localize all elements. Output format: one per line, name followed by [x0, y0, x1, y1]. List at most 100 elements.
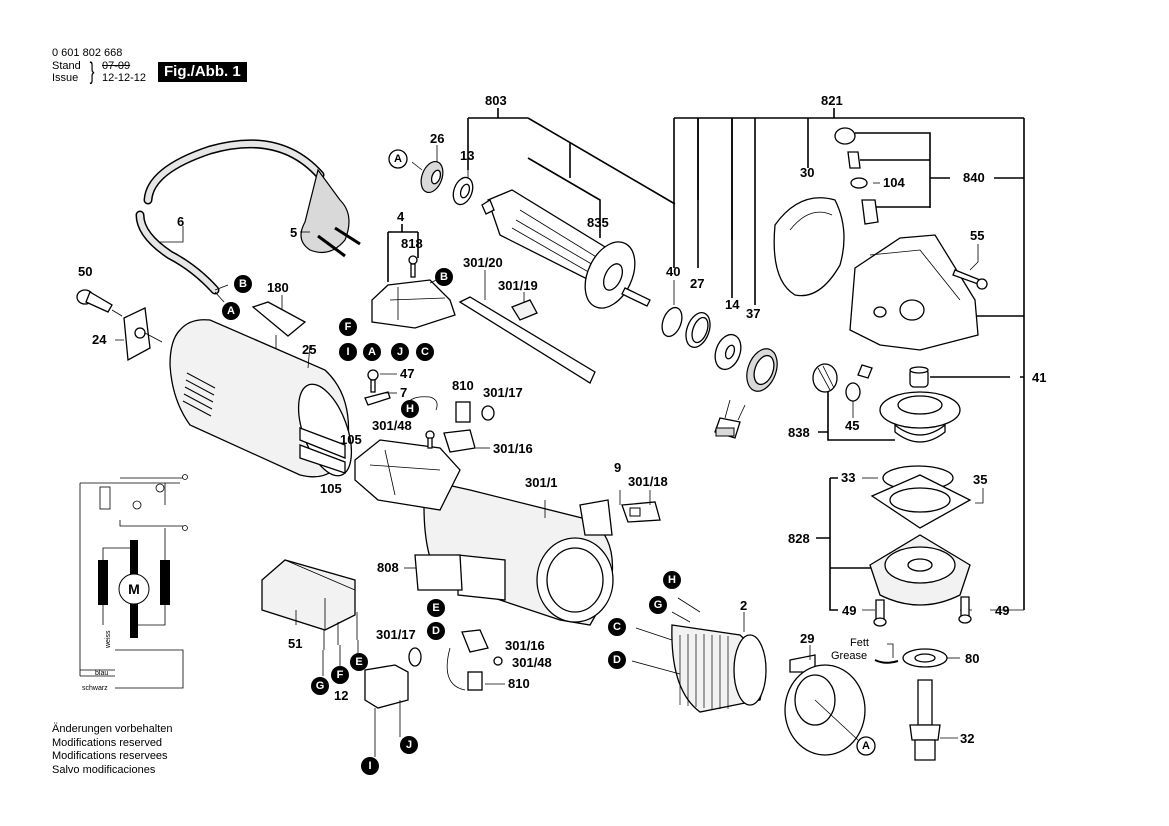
label-104: 104: [883, 175, 905, 190]
part-818-screw: [408, 255, 418, 278]
part-301-18-switch-slider: [621, 490, 661, 523]
bracket-838: [818, 380, 895, 441]
part-12-capacitor: [364, 664, 409, 730]
connector-B-cable: B: [234, 275, 252, 293]
label-40: 40: [666, 264, 680, 279]
label-30: 30: [800, 165, 814, 180]
figure-badge: Fig./Abb. 1: [158, 62, 247, 82]
reference-A-top: A: [388, 149, 408, 169]
part-labels: 803 821 26 13 835 30 104 840 55 6 5 4 81…: [78, 93, 1046, 746]
connector-F-module: F: [331, 666, 349, 684]
modifications-notice: Änderungen vorbehalten Modifications res…: [52, 723, 172, 777]
label-9: 9: [614, 460, 621, 475]
label-80: 80: [965, 651, 979, 666]
part-37-bearing: [746, 348, 778, 392]
svg-text:F: F: [345, 321, 352, 333]
label-33: 33: [841, 470, 855, 485]
label-105-upper: 105: [340, 432, 362, 447]
part-301-17-spring-lower: [408, 647, 422, 667]
bracket-828: [816, 477, 875, 611]
label-45: 45: [845, 418, 859, 433]
connector-A-switch: A: [363, 343, 381, 361]
svg-text:G: G: [654, 599, 663, 611]
label-828: 828: [788, 531, 810, 546]
label-32: 32: [960, 731, 974, 746]
label-51: 51: [288, 636, 302, 651]
label-301-1: 301/1: [525, 475, 558, 490]
part-gear-housing: [849, 234, 979, 351]
svg-text:A: A: [862, 740, 870, 752]
label-301-19: 301/19: [498, 278, 538, 293]
label-49-left: 49: [842, 603, 856, 618]
label-4: 4: [397, 209, 405, 224]
grease-label-de: Fett: [850, 637, 869, 649]
part-29-protective-guard: [784, 645, 866, 756]
svg-text:H: H: [406, 403, 414, 415]
part-51-electronics-module: [261, 559, 358, 650]
label-50: 50: [78, 264, 92, 279]
svg-text:I: I: [346, 346, 349, 358]
part-840-spindle-lock: [834, 127, 879, 225]
label-808: 808: [377, 560, 399, 575]
notice-line-fr: Modifications reservees: [52, 750, 168, 762]
connector-D-brush: D: [427, 622, 445, 640]
issue-label: Issue: [52, 72, 79, 84]
label-301-17-lower: 301/17: [376, 627, 416, 642]
label-35: 35: [973, 472, 987, 487]
part-24-cable-clamp: [115, 307, 163, 362]
bracket-835-sub: [527, 143, 601, 238]
part-30-guard: [773, 197, 845, 297]
connector-F-switch: F: [339, 318, 357, 336]
terminal-icon: [182, 525, 188, 531]
part-808-label: [414, 554, 463, 591]
label-2: 2: [740, 598, 747, 613]
bracket-840: [855, 132, 1024, 208]
connector-J-capacitor: J: [400, 736, 418, 754]
part-switch-carrier: [354, 439, 461, 511]
part-55-screw: [952, 269, 988, 290]
connector-G-module: G: [311, 677, 329, 695]
label-26: 26: [430, 131, 444, 146]
part-301-17-spring-upper: [481, 405, 495, 421]
label-25: 25: [302, 342, 316, 357]
bracket-803: [467, 108, 676, 205]
label-301-18: 301/18: [628, 474, 668, 489]
label-301-20: 301/20: [463, 255, 503, 270]
notice-line-en: Modifications reserved: [52, 736, 163, 749]
label-840: 840: [963, 170, 985, 185]
part-27-ring: [685, 312, 711, 348]
label-835: 835: [587, 215, 609, 230]
label-13: 13: [460, 148, 474, 163]
svg-text:A: A: [394, 153, 402, 165]
label-12: 12: [334, 688, 348, 703]
label-180: 180: [267, 280, 289, 295]
svg-text:I: I: [368, 760, 371, 772]
svg-text:F: F: [337, 669, 344, 681]
part-35-gasket: [870, 474, 972, 529]
wire-label-black: schwarz: [82, 685, 108, 692]
label-821: 821: [821, 93, 843, 108]
part-5-plug: [300, 168, 361, 258]
part-32-spindle: [909, 679, 958, 761]
part-6-power-cable: [135, 139, 325, 303]
part-810-brush-upper: [407, 396, 471, 423]
svg-text:D: D: [432, 625, 440, 637]
notice-line-es: Salvo modificaciones: [52, 763, 156, 776]
connector-E-module: E: [350, 653, 368, 671]
connector-E-brush: E: [427, 599, 445, 617]
grease-indicator: [874, 643, 899, 664]
label-810-upper: 810: [452, 378, 474, 393]
label-55: 55: [970, 228, 984, 243]
stand-label: Stand: [52, 60, 81, 72]
label-301-17-upper: 301/17: [483, 385, 523, 400]
svg-text:C: C: [421, 346, 429, 358]
terminal-icon: [182, 474, 188, 480]
part-301-16-brush-holder-lower: [461, 629, 489, 653]
connector-I-switch: I: [339, 343, 357, 361]
issue-value: 12-12-12: [102, 72, 147, 84]
part-bearing-flange: [869, 534, 971, 606]
svg-text:B: B: [440, 271, 448, 283]
svg-text:A: A: [368, 346, 376, 358]
label-29: 29: [800, 631, 814, 646]
label-14: 14: [725, 297, 740, 312]
